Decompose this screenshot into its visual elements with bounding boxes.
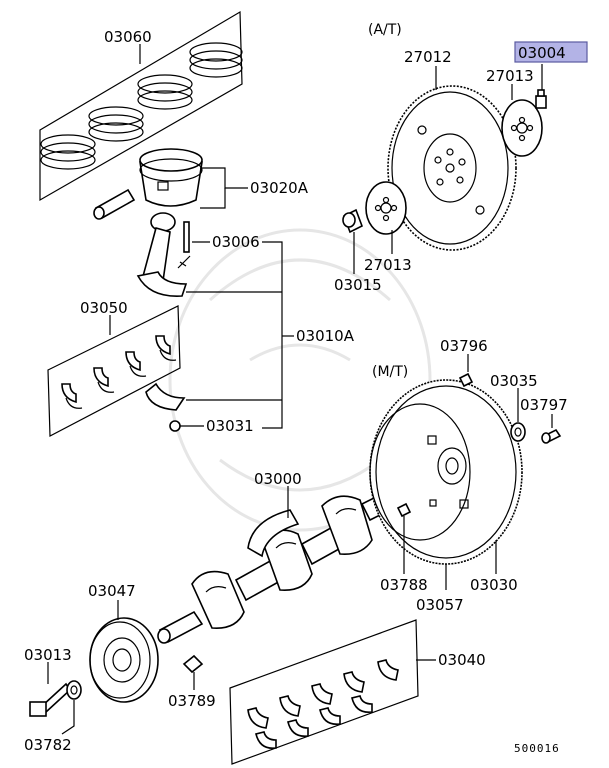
flywheel[interactable]	[369, 379, 523, 565]
piston[interactable]: 03020A	[93, 148, 309, 220]
label-03015: 03015	[334, 276, 382, 294]
label-03050: 03050	[80, 299, 128, 317]
section-mt: (M/T)	[372, 364, 408, 380]
spacer-03015[interactable]: 03015	[334, 208, 382, 294]
woodruff-key[interactable]: 03789	[168, 654, 216, 710]
drive-plate[interactable]: 27012	[387, 48, 517, 251]
label-03040: 03040	[438, 651, 486, 669]
label-03788: 03788	[380, 576, 428, 594]
dowel-03788[interactable]: 03788	[380, 502, 428, 594]
crankshaft-pulley[interactable]: 03047	[88, 582, 159, 703]
label-03789: 03789	[168, 692, 216, 710]
label-03035: 03035	[490, 372, 538, 390]
rod-bearings-group[interactable]: 03050	[47, 299, 181, 437]
label-03047: 03047	[88, 582, 136, 600]
label-03797: 03797	[520, 396, 568, 414]
drive-plate-bolt[interactable]: 03004	[514, 41, 588, 109]
connecting-rod[interactable]: 03006 03010A	[136, 212, 355, 429]
label-03796: 03796	[440, 337, 488, 355]
label-03031: 03031	[206, 417, 254, 435]
label-03000: 03000	[254, 470, 302, 488]
label-03057: 03057	[416, 596, 464, 614]
label-03020A: 03020A	[250, 179, 309, 197]
adapter-plate-rear[interactable]: 27013	[486, 67, 543, 157]
label-03060: 03060	[104, 28, 152, 46]
label-27013-rear: 27013	[486, 67, 534, 85]
section-at: (A/T)	[368, 22, 402, 38]
crankshaft[interactable]: 03000	[157, 470, 405, 644]
pulley-bolt[interactable]: 03013 03782	[24, 646, 82, 754]
label-03006: 03006	[212, 233, 260, 251]
bearing-03035[interactable]: 03035	[490, 372, 538, 442]
label-27012: 27012	[404, 48, 452, 66]
diagram-code: 500016	[514, 742, 560, 755]
label-27013-front: 27013	[364, 256, 412, 274]
label-03030: 03030	[470, 576, 518, 594]
rod-cap[interactable]: 03031	[145, 382, 254, 435]
label-03013: 03013	[24, 646, 72, 664]
main-bearings-group[interactable]: 03040	[229, 619, 486, 765]
piston-rings-group[interactable]: 03060	[39, 10, 243, 202]
highlight-03004[interactable]	[514, 41, 588, 63]
watermark	[168, 228, 432, 532]
bolt-03797[interactable]: 03797	[520, 396, 568, 444]
dowel-03796[interactable]: 03796	[440, 337, 488, 388]
label-03782: 03782	[24, 736, 72, 754]
label-03010A: 03010A	[296, 327, 355, 345]
adapter-plate-front[interactable]: 27013	[364, 181, 412, 274]
label-03004[interactable]: 03004	[518, 44, 566, 62]
